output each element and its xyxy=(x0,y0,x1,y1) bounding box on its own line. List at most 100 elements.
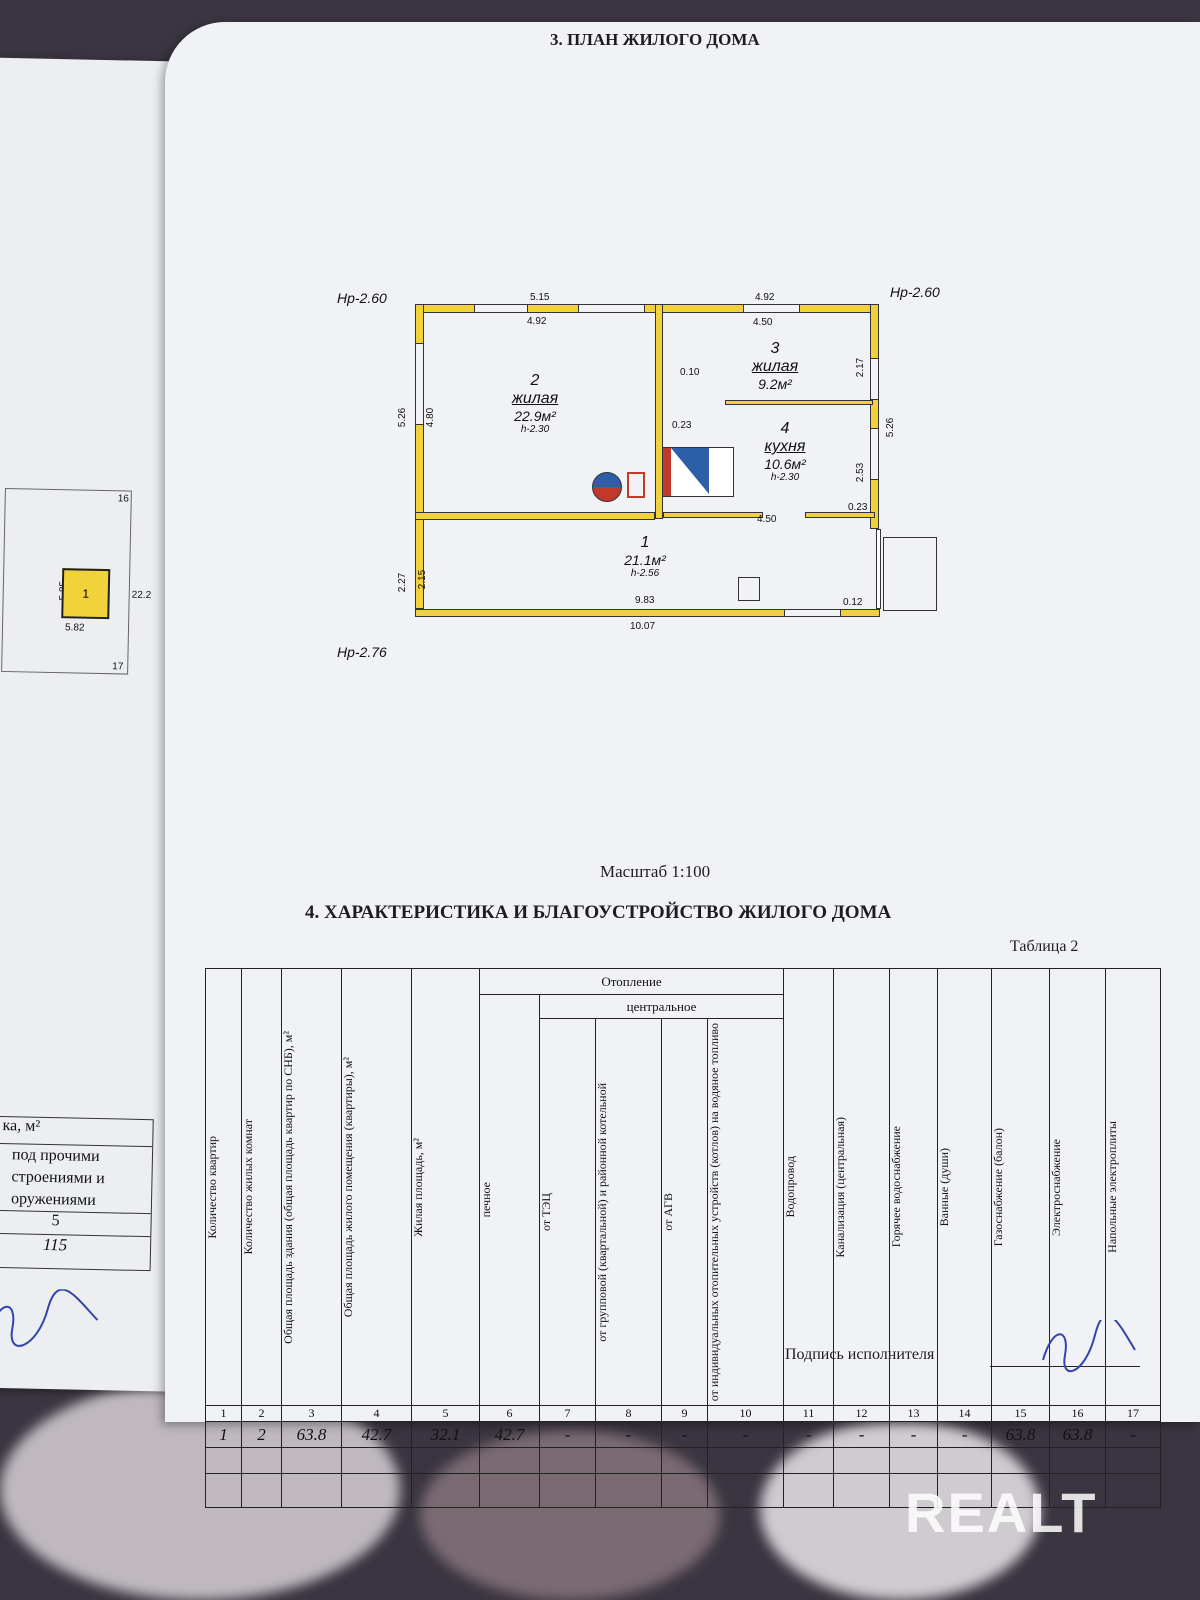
table-cell: 63.8 xyxy=(991,1421,1051,1449)
column-number: 11 xyxy=(783,1405,835,1423)
header-cell: Общая площадь жилого помещения (квартиры… xyxy=(341,967,412,1407)
wall xyxy=(415,304,424,344)
header-cell: Ванные (души) xyxy=(937,967,993,1407)
dimension-label: 0.23 xyxy=(672,420,692,431)
column-number: 1 xyxy=(205,1405,242,1423)
dimension-label: 0.10 xyxy=(680,367,700,378)
left-page: 16 5.85 1 22.2 5.82 17 ка, м² под прочим… xyxy=(0,57,254,1393)
dimension-label: 2.15 xyxy=(417,569,429,590)
wall xyxy=(527,304,579,313)
dimension-label: 4.80 xyxy=(425,407,437,428)
wall xyxy=(799,304,879,313)
sink-icon xyxy=(738,577,760,601)
header-cell: Горячее водоснабжение xyxy=(889,967,939,1407)
header-cell: Жилая площадь, м² xyxy=(411,967,480,1407)
wall xyxy=(870,304,879,359)
column-number: 16 xyxy=(1049,1405,1107,1423)
column-number: 6 xyxy=(479,1405,540,1423)
dimension-label: 10.07 xyxy=(630,621,656,632)
table-cell: 2 xyxy=(241,1421,282,1449)
kitchen-stove xyxy=(662,447,734,497)
dimension-label: 5.26 xyxy=(885,417,897,438)
window xyxy=(870,429,879,479)
header-cell: Напольные электроплиты xyxy=(1105,967,1162,1407)
scale-label: Масштаб 1:100 xyxy=(600,862,711,881)
wall xyxy=(805,512,875,518)
header-cell: от АГВ xyxy=(661,1017,708,1407)
site-label: 16 xyxy=(117,493,129,505)
dimension-label: 4.92 xyxy=(527,316,547,327)
table-header-row: от ТЭЦ от групповой (квартальной) и райо… xyxy=(206,1017,1161,1407)
room-4: 4 кухня 10.6м² h-2.30 xyxy=(764,420,806,483)
wall xyxy=(870,399,879,429)
table-cell: - xyxy=(1105,1421,1162,1449)
room-2: 2 жилая 22.9м² h-2.30 xyxy=(511,372,559,435)
dimension-label: 9.83 xyxy=(635,595,655,606)
window xyxy=(744,304,799,313)
dimension-label: 5.26 xyxy=(397,407,409,428)
table-cell: - xyxy=(937,1421,993,1449)
site-label: 17 xyxy=(112,661,124,673)
wall xyxy=(644,304,744,313)
table-cell: 42.7 xyxy=(341,1421,412,1449)
left-table-header: ка, м² xyxy=(0,1116,153,1148)
elevation-label: Нр-2.60 xyxy=(337,290,387,306)
wall xyxy=(415,304,475,313)
table-cell: - xyxy=(889,1421,939,1449)
header-heating: Отопление xyxy=(478,968,785,995)
column-number: 9 xyxy=(661,1405,708,1423)
porch xyxy=(883,537,937,611)
table-cell: 63.8 xyxy=(281,1421,342,1449)
wall xyxy=(415,512,655,520)
column-number: 8 xyxy=(595,1405,662,1423)
table-cell: - xyxy=(706,1421,785,1449)
header-cell: Общая площадь здания (общая площадь квар… xyxy=(281,967,342,1407)
window xyxy=(579,304,644,313)
site-label: 5.82 xyxy=(64,622,85,634)
table-cell: 1 xyxy=(205,1421,242,1449)
header-cell: Электроснабжение xyxy=(1049,967,1107,1407)
left-value: 115 xyxy=(42,1234,68,1255)
table-cell: - xyxy=(539,1421,596,1449)
realt-watermark: REALT xyxy=(905,1481,1098,1544)
room-1: 1 21.1м² h-2.56 xyxy=(624,534,666,579)
table-cell: - xyxy=(661,1421,708,1449)
door-opening xyxy=(876,529,881,609)
header-central: центральное xyxy=(538,994,785,1019)
column-number: 17 xyxy=(1105,1405,1162,1423)
dimension-label: 5.15 xyxy=(530,292,550,303)
window xyxy=(415,344,424,424)
chimney-icon xyxy=(627,472,645,498)
dimension-label: 4.50 xyxy=(753,317,773,328)
room-3: 3 жилая 9.2м² xyxy=(751,340,799,392)
header-cell: Газоснабжение (балон) xyxy=(991,967,1051,1407)
window xyxy=(475,304,527,313)
column-number: 4 xyxy=(341,1405,412,1423)
header-cell: от групповой (квартальной) и районной ко… xyxy=(595,1017,662,1407)
dimension-label: 2.17 xyxy=(855,357,867,378)
header-cell: Канализация (центральная) xyxy=(833,967,891,1407)
characteristics-table: Количество квартир Количество жилых комн… xyxy=(205,967,1162,1509)
column-number: 15 xyxy=(991,1405,1051,1423)
elevation-label: Нр-2.76 xyxy=(337,644,387,660)
window xyxy=(785,609,840,617)
wall xyxy=(840,609,880,617)
section4-title: 4. ХАРАКТЕРИСТИКА И БЛАГОУСТРОЙСТВО ЖИЛО… xyxy=(305,902,892,923)
signature xyxy=(0,1288,99,1347)
dimension-label: 0.12 xyxy=(843,597,863,608)
table-cell: - xyxy=(595,1421,662,1449)
window xyxy=(870,359,879,399)
column-number: 2 xyxy=(241,1405,282,1423)
dimension-label: 0.23 xyxy=(848,502,868,513)
column-number: 3 xyxy=(281,1405,342,1423)
table-cell: 63.8 xyxy=(1049,1421,1107,1449)
table-row-empty xyxy=(205,1447,1162,1475)
header-cell: Количество квартир xyxy=(205,967,242,1407)
left-table-label: под прочими строениями и оружениями xyxy=(0,1143,153,1215)
column-number: 12 xyxy=(833,1405,891,1423)
table-caption: Таблица 2 xyxy=(1010,938,1079,955)
column-number: 13 xyxy=(889,1405,939,1423)
elevation-label: Нр-2.60 xyxy=(890,284,940,300)
wall xyxy=(415,609,785,617)
